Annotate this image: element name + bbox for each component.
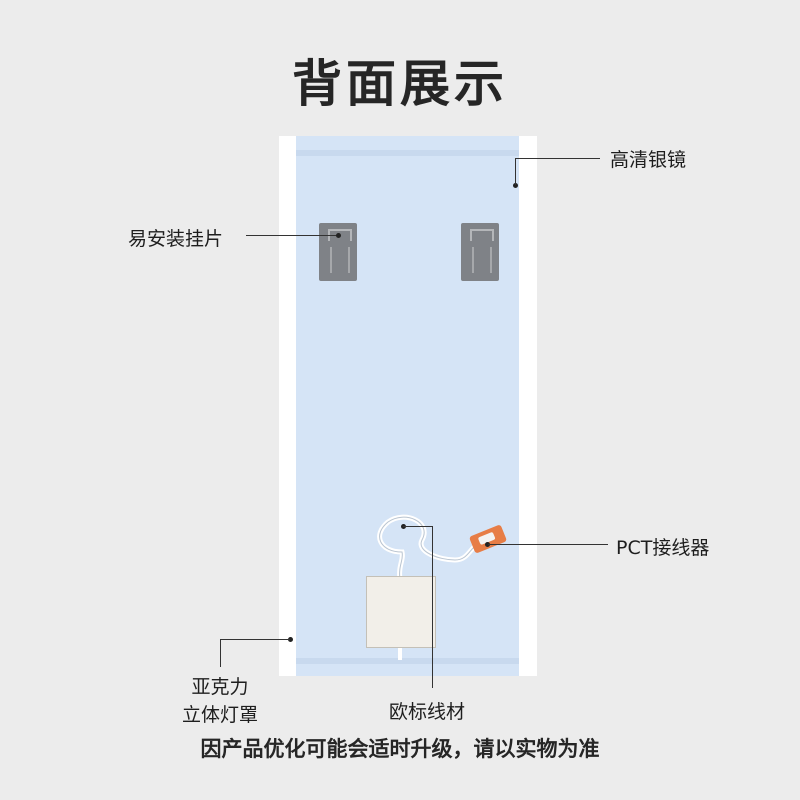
label-acrylic-line2: 立体灯罩 xyxy=(181,704,258,726)
callout-line-mirror-h xyxy=(515,158,600,159)
callout-dot-acrylic xyxy=(288,637,293,642)
callout-dot-mirror xyxy=(513,183,518,188)
callout-line-wire-v xyxy=(432,526,433,688)
callout-line-acrylic-h xyxy=(220,639,290,640)
driver-box xyxy=(366,576,436,648)
label-acrylic-line1: 亚克力 xyxy=(191,676,249,698)
callout-line-hanger xyxy=(246,235,338,236)
label-pct-connector: PCT接线器 xyxy=(616,537,710,559)
footer-disclaimer: 因产品优化可能会适时升级，请以实物为准 xyxy=(200,737,600,761)
label-hanger: 易安装挂片 xyxy=(128,228,224,250)
page-title: 背面展示 xyxy=(292,55,508,113)
callout-dot-connector xyxy=(485,542,490,547)
label-silver-mirror: 高清银镜 xyxy=(610,149,687,171)
callout-dot-hanger xyxy=(336,233,341,238)
wire-loop-shadow xyxy=(379,516,479,581)
callout-line-wire-h xyxy=(403,526,433,527)
label-acrylic: 亚克力 立体灯罩 xyxy=(160,673,280,729)
label-wire: 欧标线材 xyxy=(389,701,466,723)
callout-line-acrylic-v xyxy=(220,639,221,667)
glass-band-bottom xyxy=(296,658,519,664)
hanger-plate-right xyxy=(461,223,499,281)
callout-line-mirror-v xyxy=(515,158,516,185)
callout-line-connector xyxy=(488,544,608,545)
glass-band-top xyxy=(296,150,519,156)
